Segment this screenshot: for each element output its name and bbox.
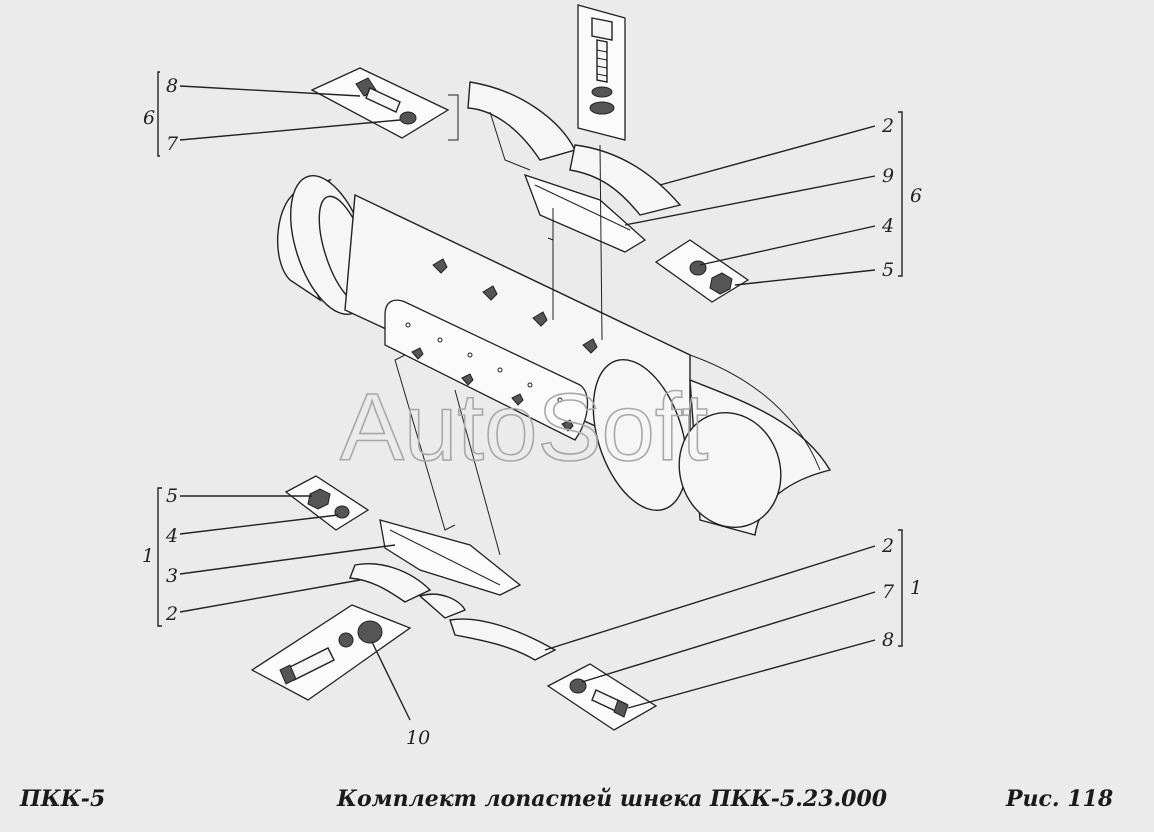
auger-tube <box>277 175 832 536</box>
callout-group-1-left: 1 <box>142 545 154 567</box>
callout-7-bottom: 7 <box>882 581 895 603</box>
callouts-top-left: 6 8 7 <box>143 75 179 155</box>
callout-8-top: 8 <box>166 75 178 97</box>
footer-model: ПКК-5 <box>20 786 106 812</box>
callouts-bottom-right: 2 7 8 1 <box>881 535 922 651</box>
callout-10: 10 <box>406 727 430 749</box>
leader-lines <box>157 71 903 709</box>
callout-5-top: 5 <box>882 259 894 281</box>
callout-5-bottom: 5 <box>166 485 178 507</box>
callout-8-bottom: 8 <box>882 629 894 651</box>
callout-4-bottom: 4 <box>165 525 178 547</box>
callouts-bottom-left: 5 4 3 2 1 <box>142 485 178 625</box>
bottom-right-blade-assembly <box>546 663 658 731</box>
callout-4-top: 4 <box>881 215 894 237</box>
footer-title: Комплект лопастей шнека ПКК-5.23.000 <box>337 786 888 812</box>
top-blade-assembly <box>310 4 750 341</box>
callout-group-6-right: 6 <box>910 185 922 207</box>
callout-group-1-right: 1 <box>910 577 922 599</box>
callout-group-6-left: 6 <box>143 107 155 129</box>
callout-2-bottom-right: 2 <box>881 535 894 557</box>
footer-figure-number: Рис. 118 <box>1006 786 1114 812</box>
bottom-left-blade-assembly <box>250 354 557 721</box>
watermark-text: AutoSoft <box>340 374 708 481</box>
callout-7-top: 7 <box>166 133 179 155</box>
callout-9: 9 <box>882 165 894 187</box>
callout-3: 3 <box>166 565 178 587</box>
callouts-top-right: 2 9 4 5 6 <box>881 115 922 281</box>
callout-2-top: 2 <box>881 115 894 137</box>
callout-2-bottom-left: 2 <box>165 603 178 625</box>
